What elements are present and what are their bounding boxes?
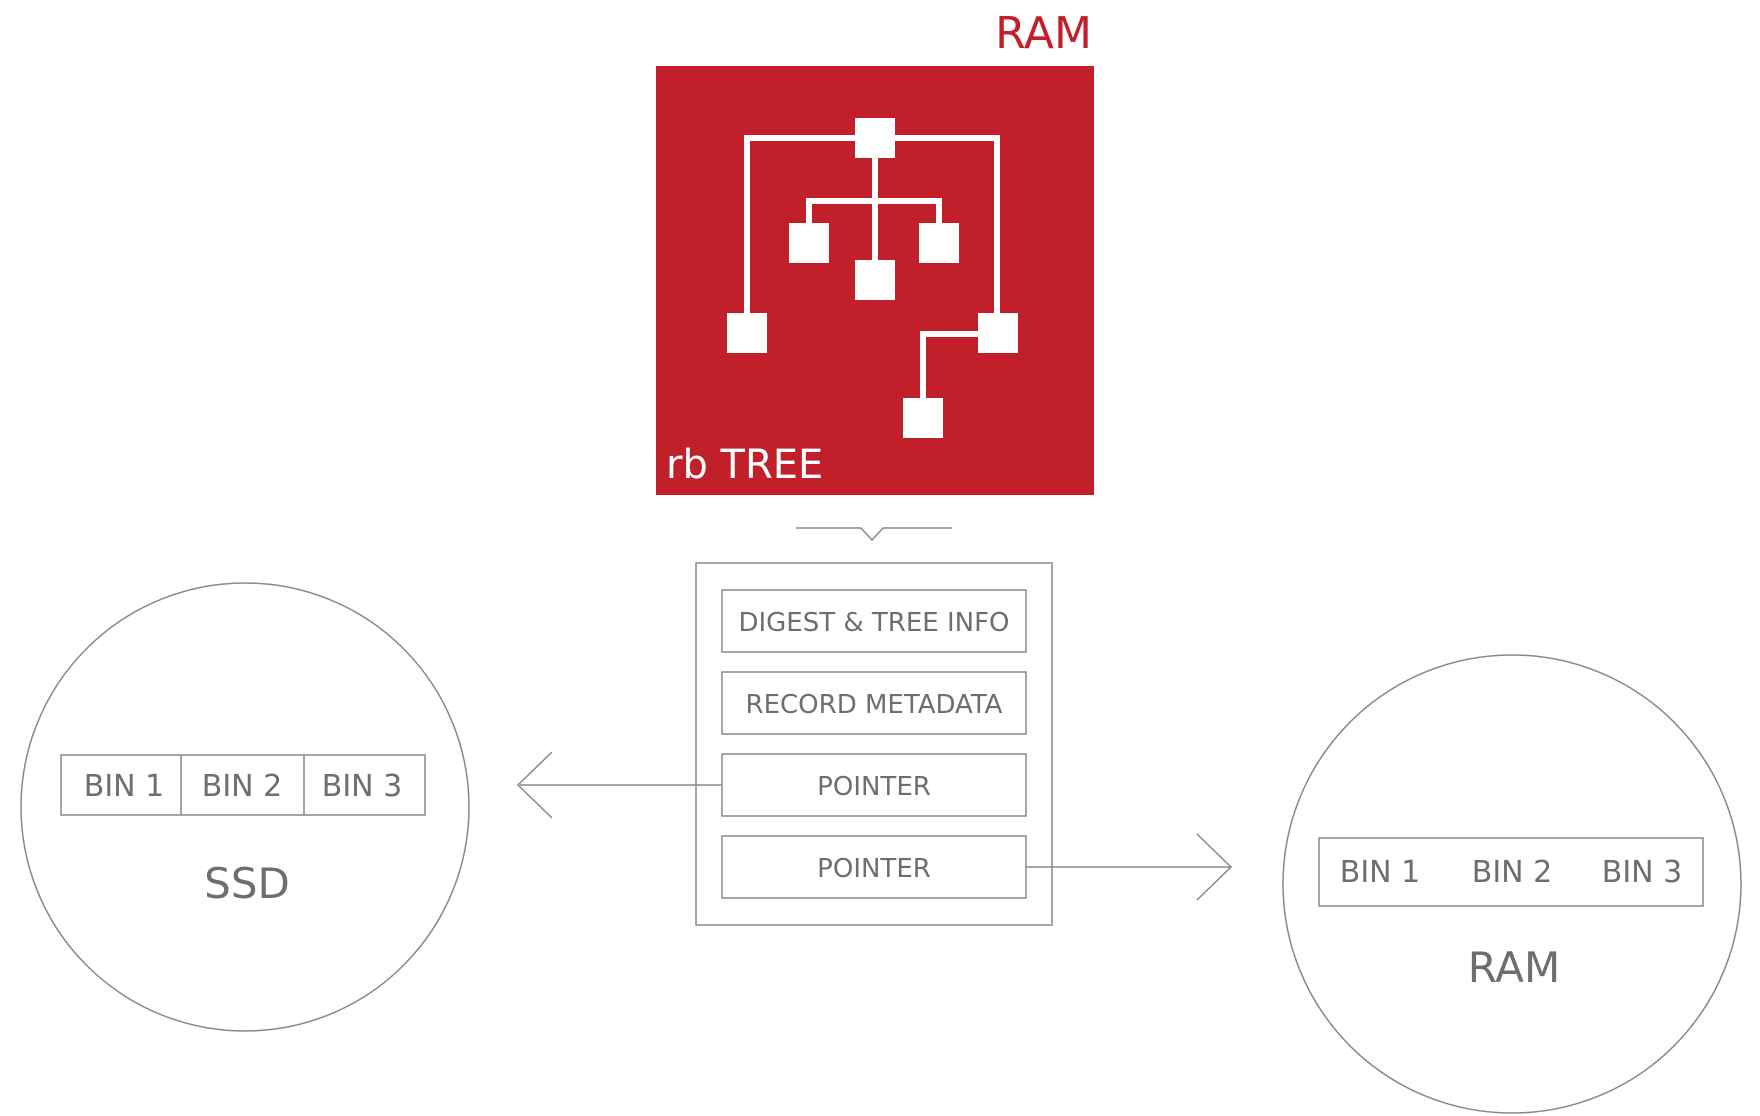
field-label: DIGEST & TREE INFO — [738, 608, 1009, 638]
ssd-bin-2: BIN 2 — [202, 769, 283, 804]
field-digest-tree-info: DIGEST & TREE INFO — [721, 589, 1027, 653]
index-entry: DIGEST & TREE INFO RECORD METADATA POINT… — [695, 562, 1053, 926]
ram-bin-3: BIN 3 — [1602, 855, 1683, 890]
index-entry-frame — [695, 562, 1053, 926]
ssd-label: SSD — [204, 859, 290, 908]
arrow-to-ssd — [516, 751, 722, 819]
field-pointer-ssd: POINTER — [721, 753, 1027, 817]
field-label: RECORD METADATA — [746, 690, 1003, 720]
ram-bin-1: BIN 1 — [1340, 855, 1421, 890]
ssd-storage: BIN 1 BIN 2 BIN 3 SSD — [20, 582, 470, 1032]
field-record-metadata: RECORD METADATA — [721, 671, 1027, 735]
rb-tree-label: rb TREE — [666, 442, 823, 488]
ram-storage: BIN 1 BIN 2 BIN 3 RAM — [1282, 654, 1742, 1114]
field-pointer-ram: POINTER — [721, 835, 1027, 899]
ram-circle — [1282, 654, 1742, 1114]
ssd-bin-row — [60, 754, 426, 816]
ssd-circle — [20, 582, 470, 1032]
ram-bin-row — [1318, 837, 1704, 907]
field-label: POINTER — [817, 854, 931, 884]
ram-bin-2: BIN 2 — [1472, 855, 1553, 890]
ram-label: RAM — [1468, 943, 1560, 992]
rb-tree-block: rb TREE — [656, 66, 1094, 495]
tree-icon — [727, 118, 1018, 438]
field-label: POINTER — [817, 772, 931, 802]
ssd-bin-1: BIN 1 — [84, 769, 165, 804]
arrow-to-ram — [1026, 833, 1233, 901]
ssd-bin-3: BIN 3 — [322, 769, 403, 804]
bracket-caret — [796, 527, 952, 542]
ram-block-header: RAM — [995, 8, 1092, 59]
